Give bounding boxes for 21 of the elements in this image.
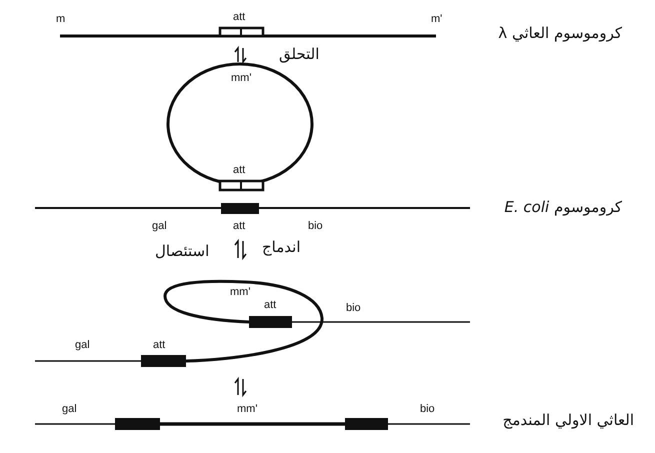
gene-label: gal — [75, 340, 90, 351]
gene-label: att — [233, 165, 246, 176]
caption-label: استئصال — [155, 244, 210, 259]
gene-label: mm' — [231, 73, 252, 84]
gene-label: att — [264, 300, 276, 311]
gene-label: gal — [62, 404, 77, 415]
caption-label: العاثي الاولي المندمج — [502, 413, 634, 428]
caption-label: اندماج — [262, 240, 301, 255]
gene-label: att — [233, 12, 246, 23]
gene-label: bio — [420, 404, 435, 415]
gene-label: gal — [152, 221, 167, 232]
gene-label: mm' — [237, 404, 258, 415]
gene-label: m — [56, 14, 66, 25]
caption-label: كروموسوم العاثي λ — [498, 26, 622, 41]
gene-label: bio — [346, 303, 361, 314]
gene-label: att — [233, 221, 246, 232]
gene-label: m' — [431, 14, 442, 25]
gene-label: att — [153, 340, 166, 351]
caption-label: التحلق — [279, 47, 320, 62]
gene-label: mm' — [230, 287, 250, 298]
gene-label: bio — [308, 221, 323, 232]
